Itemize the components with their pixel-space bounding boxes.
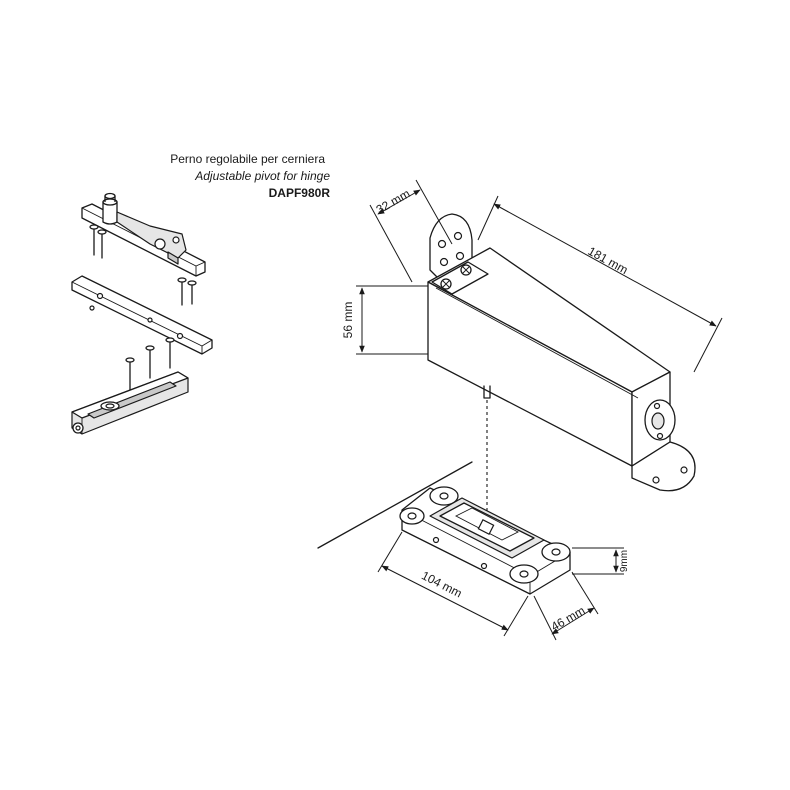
bottom-pivot-housing — [71, 371, 189, 435]
dim-plate-length: 104 mm — [419, 568, 464, 600]
dim-body-length: 181 mm — [586, 244, 631, 277]
caption: Perno regolabile per cerniera Adjustable… — [170, 152, 330, 200]
top-pivot-plate — [81, 192, 206, 306]
dim-body-height: 56 mm — [341, 302, 355, 339]
lower-screws — [125, 337, 175, 391]
floor-plate — [399, 486, 571, 595]
caption-italian: Perno regolabile per cerniera — [170, 152, 325, 166]
dim-plate-thickness: 9mm — [619, 550, 630, 572]
pivot-exploded-view — [71, 192, 213, 435]
dim-plate-width: 46 mm — [549, 603, 588, 633]
floor-line — [317, 461, 473, 549]
caption-english: Adjustable pivot for hinge — [194, 169, 330, 183]
hinge-body — [317, 213, 696, 549]
dim-bracket-width: 32 mm — [374, 186, 413, 216]
middle-flat-plate — [71, 275, 213, 355]
foot-flange — [631, 441, 696, 492]
caption-model: DAPF980R — [269, 186, 331, 200]
